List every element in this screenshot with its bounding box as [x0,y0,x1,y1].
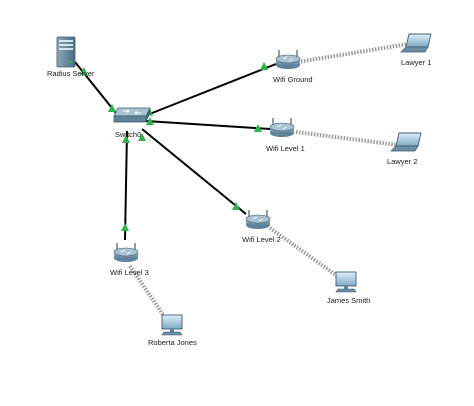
wifi-level-1-label: Wifi Level 1 [266,144,305,153]
wifi-ground-label: Wifi Ground [273,75,313,84]
wired-link-switch0-wifi-ground [141,63,277,118]
james-smith-label: James Smith [327,296,371,305]
james-smith-device[interactable] [335,271,357,293]
roberta-jones-device[interactable] [161,314,183,336]
switch0-label: Switch0 [115,130,142,139]
radius-server-device[interactable] [56,36,76,68]
desktop-pc-icon [335,271,357,293]
server-icon [56,36,76,68]
wireless-router-icon [275,50,301,69]
wifi-ground-device[interactable] [275,50,301,69]
wireless-link-wifi-ground-lawyer-1 [297,42,409,64]
link-up-indicator [232,202,240,210]
radius-server-label: Radius Server [47,69,95,78]
link-up-indicator [138,133,146,141]
wireless-router-icon [269,118,295,137]
wired-links [74,61,277,241]
desktop-pc-icon [161,314,183,336]
link-up-indicator [146,117,154,125]
wireless-link-wifi-level-1-lawyer-2 [295,130,399,147]
wireless-router-icon [245,210,271,229]
wired-link-switch0-wifi-level-3 [124,130,128,241]
link-up-indicator [122,135,130,143]
link-up-indicator [121,223,129,231]
wifi-level-2-device[interactable] [245,210,271,229]
lawyer-2-label: Lawyer 2 [387,157,418,166]
wireless-link-wifi-level-3-roberta-jones [128,264,170,324]
wifi-level-2-label: Wifi Level 2 [242,235,281,244]
lawyer-1-device[interactable] [400,33,432,53]
link-up-indicator [254,124,262,132]
wired-link-switch0-wifi-level-2 [141,128,247,215]
wifi-level-1-device[interactable] [269,118,295,137]
link-up-indicator [260,62,268,70]
roberta-jones-label: Roberta Jones [148,338,197,347]
laptop-icon [390,132,422,152]
wired-link-switch0-wifi-level-1 [145,120,271,130]
wireless-link-wifi-level-2-james-smith [268,226,342,280]
lawyer-1-label: Lawyer 1 [401,58,432,67]
wifi-level-3-device[interactable] [113,243,139,262]
wireless-router-icon [113,243,139,262]
switch0-device[interactable] [113,107,151,123]
link-up-indicator [108,104,116,112]
link-indicators [80,62,268,231]
wifi-level-3-label: Wifi Level 3 [110,268,149,277]
link-up-indicator [80,67,88,76]
laptop-icon [400,33,432,53]
lawyer-2-device[interactable] [390,132,422,152]
switch-icon [113,107,151,123]
wireless-links [128,42,409,324]
